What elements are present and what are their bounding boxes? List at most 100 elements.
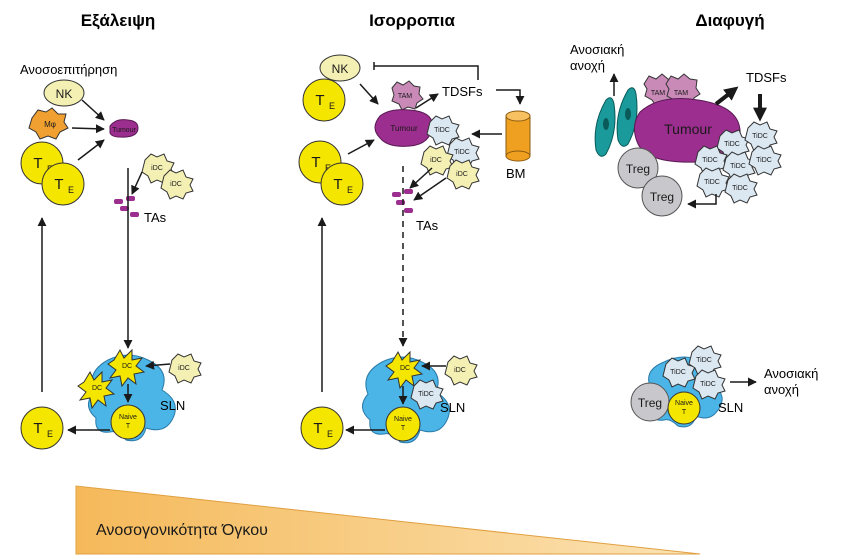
svg-text:TAM: TAM [651,90,665,97]
svg-text:T: T [311,154,320,171]
svg-text:iDC: iDC [178,365,190,372]
arrow-idc-to-tas-eq-2 [413,177,447,201]
panel-elimination: Ανοσοεπιτήρηση NK Mφ Tumour T E T E [20,62,202,450]
tas-label-eq: TAs [416,218,439,233]
svg-text:iDC: iDC [151,165,163,172]
svg-text:TAM: TAM [674,90,688,97]
te-cell-eq-3: T E [320,162,364,206]
svg-text:NK: NK [332,62,349,76]
svg-text:Treg: Treg [638,396,662,410]
svg-text:Tumour: Tumour [390,124,418,133]
svg-text:TiDC: TiDC [732,185,748,192]
panel-equilibrium: NK T E TAM TDSFs Tumour TiDC TiDC [298,54,531,450]
svg-text:Tumour: Tumour [112,127,137,134]
svg-text:Treg: Treg [626,162,650,176]
tam-cell: TAM [391,80,424,111]
svg-text:TiDC: TiDC [700,381,716,388]
nk-cell: NK [43,79,85,107]
te-cell-eq-4: T E [300,406,344,450]
svg-text:TiDC: TiDC [454,149,470,156]
arrow-idc-to-tas [131,171,143,195]
tidc-eq-1: TiDC [426,115,460,146]
svg-text:T: T [33,155,42,172]
arrow-nk-to-tumour [81,99,105,121]
svg-text:DC: DC [92,385,102,392]
svg-text:TiDC: TiDC [670,369,686,376]
svg-text:E: E [327,429,333,439]
teal-cell-1 [594,97,616,157]
immunogenicity-gradient: Ανοσογονικότητα Όγκου [75,485,701,555]
tam-cell-esc-2: TAM [665,73,701,107]
svg-text:TiDC: TiDC [752,133,768,140]
svg-text:E: E [347,185,353,195]
svg-text:TiDC: TiDC [418,391,434,398]
dc-cell-1: DC [107,348,146,388]
svg-text:TiDC: TiDC [704,179,720,186]
svg-text:TiDC: TiDC [730,163,746,170]
svg-text:TiDC: TiDC [756,157,772,164]
svg-text:T: T [313,420,322,437]
svg-text:NK: NK [56,87,73,101]
naive-t-cell: Naive T [110,404,146,440]
idc-cell-3: iDC [168,353,202,384]
tas-label: TAs [144,210,167,225]
arrow-te-to-tumour [77,139,105,161]
arrow-idc-to-dc [145,360,171,370]
svg-text:DC: DC [400,365,410,372]
tumour-eq: Tumour [374,109,433,147]
dc-cell-2: DC [77,370,116,410]
macrophage-cell: Mφ [28,107,69,140]
svg-text:Naive: Naive [675,400,693,407]
arrow-mphi-to-tumour [71,124,105,134]
svg-text:SLN: SLN [718,400,743,415]
svg-text:TiDC: TiDC [724,141,740,148]
treg-cell-sln: Treg [630,382,670,422]
svg-text:Treg: Treg [650,190,674,204]
arrow-idc-to-tas-eq-1 [409,167,433,189]
svg-text:Naive: Naive [119,414,137,421]
tdsfs-label-esc: TDSFs [746,70,787,85]
tolerance-label-bottom-1: Ανοσιακή [764,366,818,381]
header-escape: Διαφυγή [695,11,764,30]
header-elimination: Εξάλειψη [81,11,156,30]
svg-text:E: E [68,185,74,195]
svg-text:iDC: iDC [454,367,466,374]
tolerance-label-bottom-2: ανοχή [764,382,799,397]
naive-t-cell-eq: Naive T [385,406,421,442]
nk-cell-eq: NK [319,54,361,82]
svg-text:SLN: SLN [160,398,185,413]
tidc-eq-3: TiDC [410,379,444,410]
gradient-label: Ανοσογονικότητα Όγκου [96,522,268,539]
svg-text:Tumour: Tumour [664,121,712,137]
svg-text:BM: BM [506,166,526,181]
svg-text:T: T [54,176,63,193]
tumour-antigens [114,196,139,217]
arrow-te-to-tumour-eq [347,139,375,155]
treg-cell-1: Treg [617,147,659,189]
svg-text:TiDC: TiDC [434,127,450,134]
arrow-tumour-to-tdsfs-esc [714,86,739,106]
svg-text:iDC: iDC [430,157,442,164]
svg-text:T: T [401,425,406,432]
svg-text:TiDC: TiDC [702,157,718,164]
svg-text:E: E [329,101,335,111]
svg-text:TiDC: TiDC [696,357,712,364]
svg-text:iDC: iDC [170,181,182,188]
treg-cell-2: Treg [641,175,683,217]
arrow-nk-to-tumour-eq [359,83,379,105]
svg-text:T: T [315,92,324,109]
idc-eq-2: iDC [446,159,480,190]
tolerance-label-top-2: ανοχή [570,58,605,73]
tdsfs-label-eq: TDSFs [442,84,483,99]
svg-text:SLN: SLN [440,400,465,415]
te-cell-3: T E [20,406,64,450]
arrow-tumour-to-tdsfs [415,93,439,109]
bone-marrow: BM [505,110,531,181]
svg-text:iDC: iDC [456,171,468,178]
dc-cell-eq: DC [385,350,424,390]
svg-text:T: T [33,420,42,437]
tumour-small: Tumour [109,119,139,138]
tidc-sln-esc: TiDC TiDC TiDC [662,345,726,400]
svg-text:TAM: TAM [398,93,412,100]
